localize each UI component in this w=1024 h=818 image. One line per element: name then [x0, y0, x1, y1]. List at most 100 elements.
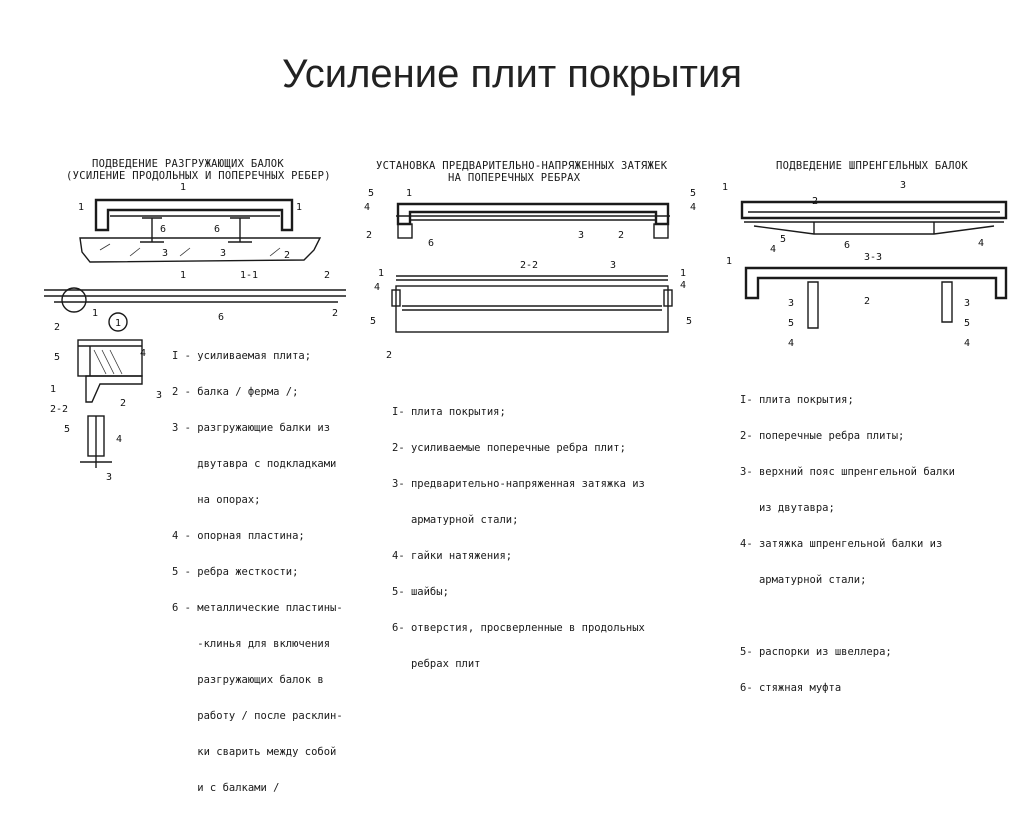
legend-item: 2- усиливаемые поперечные ребра плит; — [392, 442, 626, 454]
p2-label-5a: 5 — [368, 188, 374, 199]
p1-label-2d: 2 — [54, 322, 60, 333]
panel1-caption-line2: (УСИЛЕНИЕ ПРОДОЛЬНЫХ И ПОПЕРЕЧНЫХ РЕБЕР) — [66, 170, 331, 182]
p3-label-4a: 4 — [978, 238, 984, 249]
legend-item: 6- отверстия, просверленные в продольных — [392, 622, 645, 634]
section-3-3: 3-3 — [864, 252, 882, 263]
p2-label-5c: 5 — [370, 316, 376, 327]
legend-item: 2 - балка / ферма /; — [172, 386, 299, 398]
p2-label-4b: 4 — [690, 202, 696, 213]
legend-item: 6 - металлические пластины- — [172, 602, 343, 614]
legend-item: на опорах; — [172, 494, 261, 506]
legend-item: 3 - разгружающие балки из — [172, 422, 331, 434]
p3-label-3a: 3 — [900, 180, 906, 191]
p2-label-5d: 5 — [686, 316, 692, 327]
panel3-drawing: 1 3 2 5 6 4 4 3-3 1 2 3 5 4 3 5 4 — [722, 180, 1008, 349]
legend-item: 5- шайбы; — [392, 586, 449, 598]
p1-label-3b: 3 — [220, 248, 226, 259]
legend-item: 5- распорки из швеллера; — [740, 646, 892, 658]
panel3-caption: ПОДВЕДЕНИЕ ШПРЕНГЕЛЬНЫХ БАЛОК — [776, 160, 969, 172]
panel2-caption-line2: НА ПОПЕРЕЧНЫХ РЕБРАХ — [448, 172, 581, 184]
legend-item: ребрах плит — [392, 658, 481, 670]
p3-label-4d: 4 — [964, 338, 970, 349]
p3-label-4c: 4 — [788, 338, 794, 349]
p1-label-1d: 1 — [180, 270, 186, 281]
legend-item: 3- верхний пояс шпренгельной балки — [740, 466, 955, 478]
legend-item — [740, 610, 955, 622]
p2-label-4c: 4 — [374, 282, 380, 293]
p1-label-4a: 4 — [140, 348, 146, 359]
p2-label-3a: 3 — [578, 230, 584, 241]
legend-item: арматурной стали; — [392, 514, 519, 526]
p2-label-1c: 1 — [680, 268, 686, 279]
panel2-caption-line1: УСТАНОВКА ПРЕДВАРИТЕЛЬНО-НАПРЯЖЕННЫХ ЗАТ… — [376, 160, 668, 172]
p1-label-3a: 3 — [162, 248, 168, 259]
p1-label-6c: 6 — [218, 312, 224, 323]
panel3-legend: I- плита покрытия; 2- поперечные ребра п… — [740, 370, 955, 718]
section-2-2-p1: 2-2 — [50, 404, 68, 415]
p1-label-2b: 2 — [324, 270, 330, 281]
panel1-legend: I - усиливаемая плита; 2 - балка / ферма… — [172, 326, 343, 818]
legend-item: I - усиливаемая плита; — [172, 350, 312, 362]
p3-label-2b: 2 — [864, 296, 870, 307]
p2-label-6a: 6 — [428, 238, 434, 249]
legend-item: 4- затяжка шпренгельной балки из — [740, 538, 943, 550]
panel2-drawing: 1 5 4 2 6 3 2 5 4 2-2 3 1 4 5 2 1 4 5 — [364, 188, 696, 361]
p1-label-2a: 2 — [284, 250, 290, 261]
page-title: Усиление плит покрытия — [282, 52, 742, 96]
p1-label-5b: 5 — [64, 424, 70, 435]
legend-item: I- плита покрытия; — [392, 406, 506, 418]
p1-label-6a: 6 — [160, 224, 166, 235]
section-1-1: 1-1 — [240, 270, 258, 281]
p1-label-1f: 1 — [50, 384, 56, 395]
legend-item: и с балками / — [172, 782, 280, 794]
legend-item: двутавра с подкладками — [172, 458, 337, 470]
p2-label-5b: 5 — [690, 188, 696, 199]
p1-label-4b: 4 — [116, 434, 122, 445]
p2-label-2b: 2 — [618, 230, 624, 241]
legend-item: 2- поперечные ребра плиты; — [740, 430, 905, 442]
legend-item: ки сварить между собой — [172, 746, 337, 758]
p3-label-5c: 5 — [964, 318, 970, 329]
legend-item: работу / после расклин- — [172, 710, 343, 722]
p3-label-1b: 1 — [726, 256, 732, 267]
p2-label-2a: 2 — [366, 230, 372, 241]
p1-label-1c: 1 — [180, 182, 186, 193]
p3-label-1a: 1 — [722, 182, 728, 193]
legend-item: 6- стяжная муфта — [740, 682, 842, 694]
p3-label-2a: 2 — [812, 196, 818, 207]
legend-item: из двутавра; — [740, 502, 835, 514]
panel1-caption-line1: ПОДВЕДЕНИЕ РАЗГРУЖАЮЩИХ БАЛОК — [92, 158, 285, 170]
p1-label-1b: 1 — [296, 202, 302, 213]
p1-label-6b: 6 — [214, 224, 220, 235]
panel2-legend: I- плита покрытия; 2- усиливаемые попере… — [392, 382, 645, 694]
p2-label-3b: 3 — [610, 260, 616, 271]
legend-item: 4- гайки натяжения; — [392, 550, 513, 562]
p1-label-1a: 1 — [78, 202, 84, 213]
p1-label-3c: 3 — [156, 390, 162, 401]
legend-item: -клинья для включения — [172, 638, 331, 650]
p1-label-5a: 5 — [54, 352, 60, 363]
legend-item: разгружающих балок в — [172, 674, 324, 686]
p3-label-5a: 5 — [780, 234, 786, 245]
legend-item: 4 - опорная пластина; — [172, 530, 305, 542]
legend-item: 3- предварительно-напряженная затяжка из — [392, 478, 645, 490]
p2-label-1a: 1 — [406, 188, 412, 199]
section-2-2-p2: 2-2 — [520, 260, 538, 271]
p2-label-2c: 2 — [386, 350, 392, 361]
p1-label-2e: 2 — [120, 398, 126, 409]
p3-label-3c: 3 — [964, 298, 970, 309]
p3-label-4b: 4 — [770, 244, 776, 255]
panel1-drawing: 6 6 3 3 2 1 1 1 1-1 2 1 6 2 1 1 2 5 4 1 … — [44, 182, 346, 483]
legend-item: 5 - ребра жесткости; — [172, 566, 299, 578]
p2-label-4d: 4 — [680, 280, 686, 291]
p2-label-4a: 4 — [364, 202, 370, 213]
p3-label-5b: 5 — [788, 318, 794, 329]
p3-label-6a: 6 — [844, 240, 850, 251]
p3-label-3b: 3 — [788, 298, 794, 309]
p1-label-2c: 2 — [332, 308, 338, 319]
p2-label-1b: 1 — [378, 268, 384, 279]
detail-circle-1: 1 — [115, 318, 121, 329]
p1-label-1e: 1 — [92, 308, 98, 319]
p1-label-3d: 3 — [106, 472, 112, 483]
legend-item: I- плита покрытия; — [740, 394, 854, 406]
